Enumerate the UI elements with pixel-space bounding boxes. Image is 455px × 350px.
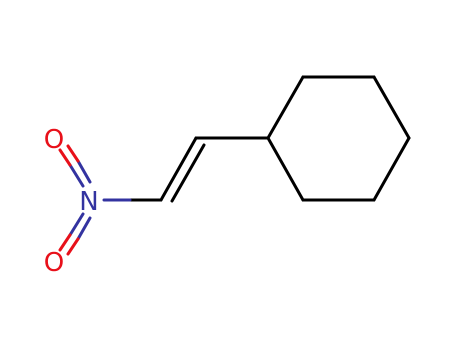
n-o-top-bond-a-red (58, 148, 72, 167)
ring-bond (266, 136, 305, 202)
n-o-bottom-bond-b-red (66, 237, 80, 256)
atom-oxygen-bottom: O (44, 248, 64, 278)
n-o-top-bond-b (76, 159, 92, 184)
n-o-top-bond-a (68, 163, 85, 188)
ring-bond (372, 136, 411, 202)
n-o-bottom-bond-b (76, 216, 92, 241)
ring-bond (372, 75, 411, 140)
n-o-top-bond-b-red (66, 144, 80, 163)
n-o-bottom-bond-a-red (58, 233, 72, 252)
double-bond-main (159, 136, 198, 202)
atom-nitrogen: N (79, 187, 98, 217)
nitro-bonds (58, 144, 132, 256)
vinyl-chain (128, 136, 270, 203)
double-bond-inner (170, 143, 206, 203)
atom-oxygen-top: O (44, 125, 64, 155)
cyclohexane-ring (266, 75, 411, 202)
n-o-bottom-bond-a (68, 212, 85, 237)
ring-bond (266, 75, 305, 140)
